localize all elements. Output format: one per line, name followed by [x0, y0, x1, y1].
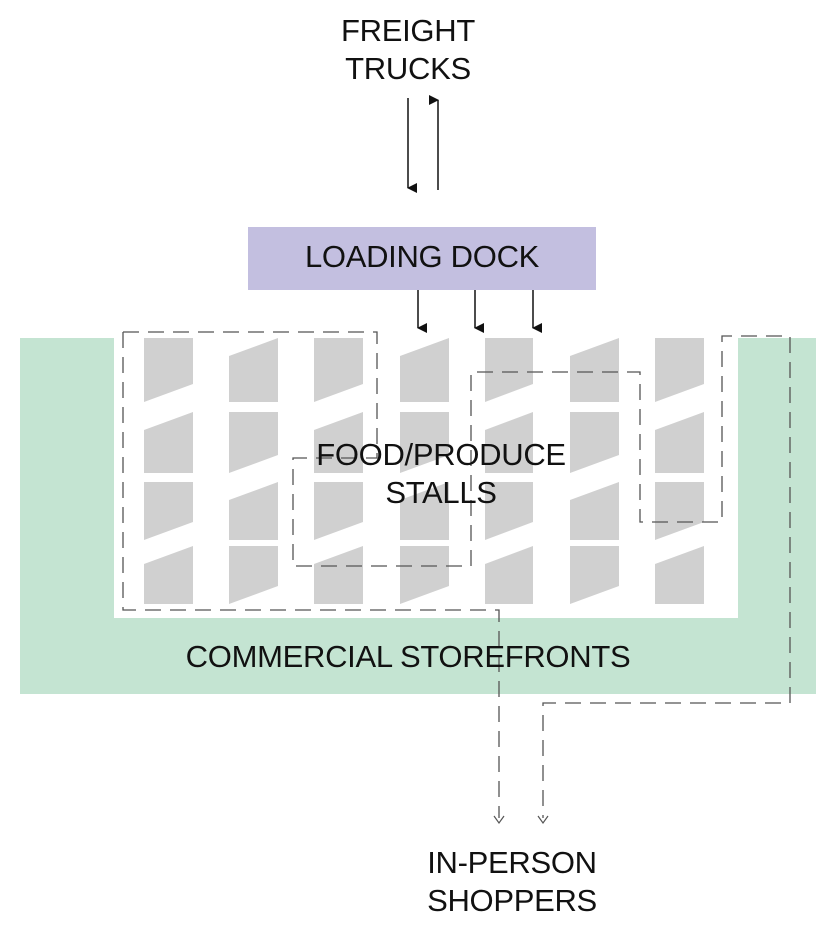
stall-block — [314, 546, 363, 604]
shoppers-line-2: SHOPPERS — [427, 883, 597, 918]
stall-block — [655, 546, 704, 604]
stall-block — [655, 338, 704, 402]
shopper-path-left-loop — [123, 331, 791, 818]
stall-block — [400, 546, 449, 604]
stall-block — [144, 412, 193, 473]
shopper-arrowhead-1 — [493, 815, 505, 825]
food-produce-stalls-label: FOOD/PRODUCE STALLS — [258, 436, 624, 512]
stall-block — [485, 482, 533, 540]
freight-line-2: TRUCKS — [345, 51, 471, 86]
stall-block — [485, 412, 533, 473]
stall-block — [144, 482, 193, 540]
stall-block — [229, 412, 278, 473]
stall-block — [570, 546, 619, 604]
stall-block — [229, 546, 278, 604]
stall-block — [485, 338, 533, 402]
freight-trucks-label: FREIGHT TRUCKS — [268, 12, 548, 88]
commercial-storefronts-label: COMMERCIAL STOREFRONTS — [185, 639, 631, 674]
loading-dock-box — [248, 227, 596, 290]
stall-grid — [144, 338, 704, 604]
stall-block — [655, 482, 704, 540]
loading-dock-label: LOADING DOCK — [304, 239, 540, 274]
stall-block — [144, 338, 193, 402]
stall-block — [400, 412, 449, 473]
stall-block — [144, 546, 193, 604]
stall-block — [655, 412, 704, 473]
stall-block — [229, 482, 278, 540]
shopper-path-exit-left — [122, 332, 500, 818]
stall-block — [570, 482, 619, 540]
stall-block — [314, 482, 363, 540]
stall-block — [570, 412, 619, 473]
stall-block — [400, 338, 449, 402]
stall-block — [400, 482, 449, 540]
freight-line-1: FREIGHT — [341, 13, 475, 48]
in-person-shoppers-label: IN-PERSON SHOPPERS — [372, 844, 652, 920]
shopper-arrowhead-2 — [537, 815, 549, 825]
stalls-line-1: FOOD/PRODUCE — [316, 437, 566, 472]
commercial-storefronts-area — [20, 338, 816, 694]
stall-block — [229, 338, 278, 402]
stall-block — [570, 338, 619, 402]
stall-block — [485, 546, 533, 604]
stalls-line-2: STALLS — [385, 475, 497, 510]
stall-block — [314, 338, 363, 402]
shoppers-line-1: IN-PERSON — [427, 845, 597, 880]
